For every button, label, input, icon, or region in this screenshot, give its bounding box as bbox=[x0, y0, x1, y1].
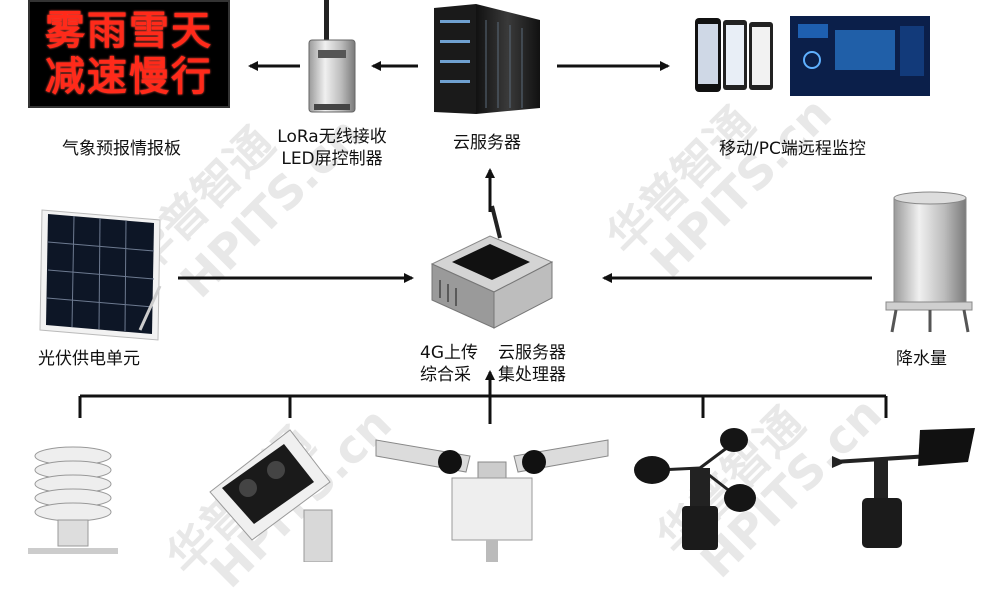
led-board-line-1: 雾雨雪天 bbox=[45, 7, 213, 54]
louver-shield-icon bbox=[28, 446, 118, 554]
label-lora-controller: LoRa无线接收 LED屏控制器 bbox=[262, 126, 402, 170]
rain-gauge-icon bbox=[885, 191, 973, 333]
label-collector-left: 4G上传 综合采 bbox=[420, 342, 478, 386]
label-rain: 降水量 bbox=[896, 349, 947, 369]
label-solar-unit: 光伏供电单元 bbox=[38, 349, 140, 369]
lora-receiver-icon bbox=[308, 0, 356, 113]
visibility-sensor-icon bbox=[375, 439, 609, 562]
label-lora-line-1: LoRa无线接收 bbox=[277, 127, 387, 147]
label-collector-left-line-1: 4G上传 bbox=[420, 343, 478, 363]
label-cloud-server: 云服务器 bbox=[453, 133, 521, 153]
label-remote-monitor: 移动/PC端远程监控 bbox=[719, 139, 866, 159]
led-board-line-2: 减速慢行 bbox=[45, 53, 213, 100]
solar-panel-icon bbox=[39, 209, 162, 341]
label-lora-line-2: LED屏控制器 bbox=[281, 149, 383, 169]
label-weather-board: 气象预报情报板 bbox=[62, 139, 181, 159]
label-collector-left-line-2: 综合采 bbox=[420, 365, 471, 385]
label-collector-right: 云服务器 集处理器 bbox=[498, 342, 566, 386]
wind-vane-icon bbox=[832, 428, 975, 548]
collector-box-icon bbox=[430, 205, 554, 329]
label-collector-right-line-2: 集处理器 bbox=[498, 365, 566, 385]
server-rack-icon bbox=[434, 4, 540, 114]
radiation-sensor-icon bbox=[209, 429, 333, 562]
label-collector-right-line-1: 云服务器 bbox=[498, 343, 566, 363]
phone-pc-monitor-icon bbox=[695, 16, 930, 96]
led-board-icon: 雾雨雪天 减速慢行 bbox=[28, 0, 230, 108]
anemometer-icon bbox=[634, 428, 756, 550]
diagram-canvas bbox=[28, 0, 975, 562]
